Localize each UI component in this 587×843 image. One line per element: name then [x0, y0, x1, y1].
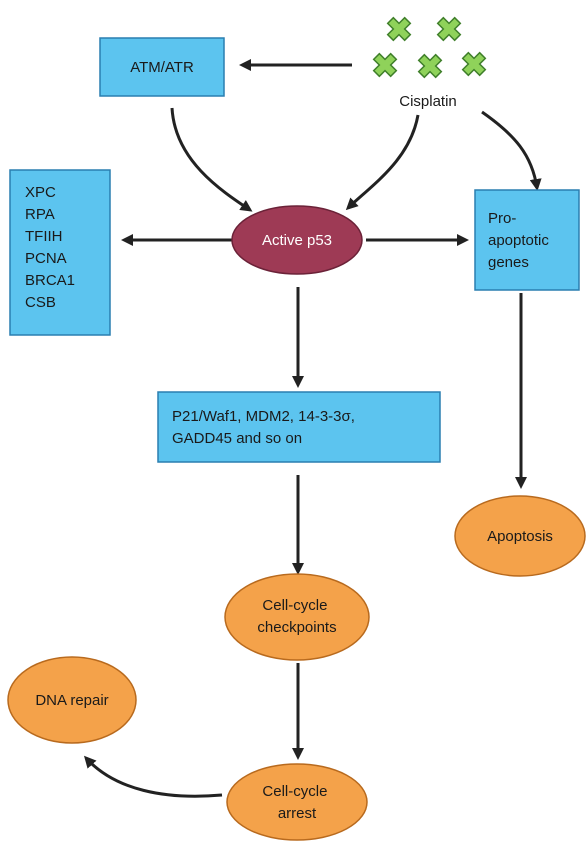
dna-repair-label: DNA repair [35, 692, 108, 709]
repair-genes-box [9, 169, 111, 336]
repair-genes-node: XPC RPA TFIIH PCNA BRCA1 CSB [9, 169, 111, 336]
repair-gene-item: PCNA [25, 250, 67, 267]
active-p53-label: Active p53 [262, 232, 332, 249]
svg-text:XPC RPA TFIIH: XPC RPA TFIIH PCNA BRCA1 CSB [25, 184, 79, 311]
svg-text:P21/Waf1, MDM2, 14-3-3σ,: P21/Waf1, MDM2, 14-3-3σ, GADD45 and so o… [172, 408, 359, 447]
cisplatin-molecule-icon [372, 52, 398, 78]
cisplatin-molecule-icon [386, 16, 412, 42]
checkpoints-node: Cell-cycle checkpoints [224, 573, 370, 661]
apoptosis-oval [454, 495, 586, 577]
checkpoints-oval [224, 573, 370, 661]
apoptosis-node: Apoptosis [454, 495, 586, 577]
p53-targets-node: P21/Waf1, MDM2, 14-3-3σ, GADD45 and so o… [157, 391, 441, 463]
apoptosis-label: Apoptosis [487, 528, 553, 545]
arrow-cisplatin-to-proapoptotic [481, 110, 542, 191]
arrows [83, 59, 542, 798]
cisplatin-molecule-icon [461, 51, 487, 77]
repair-gene-item: XPC [25, 184, 56, 201]
repair-gene-item: CSB [25, 294, 56, 311]
arrest-line: Cell-cycle [262, 783, 327, 800]
atm-atr-node: ATM/ATR [99, 37, 225, 97]
pro-apoptotic-line: genes [488, 254, 529, 271]
arrest-oval [226, 763, 368, 841]
cisplatin-molecule-icon [436, 16, 462, 42]
svg-text:Cell-cycle arrest: Cell-cycle arrest [262, 783, 331, 822]
repair-gene-item: RPA [25, 206, 55, 223]
arrest-node: Cell-cycle arrest [226, 763, 368, 841]
checkpoints-line: Cell-cycle [262, 597, 327, 614]
p53-targets-line: P21/Waf1, MDM2, 14-3-3σ, [172, 408, 355, 425]
atm-atr-box [99, 37, 225, 97]
arrow-cisplatin-to-p53 [345, 114, 420, 211]
pro-apoptotic-line: apoptotic [488, 232, 549, 249]
dna-repair-node: DNA repair [7, 656, 137, 744]
checkpoints-line: checkpoints [257, 619, 336, 636]
pro-apoptotic-box [474, 189, 580, 291]
cisplatin-molecule-icon [417, 53, 443, 79]
cisplatin-molecules [372, 16, 487, 79]
dna-repair-oval [7, 656, 137, 744]
active-p53-oval [231, 205, 363, 275]
arrest-line: arrest [278, 805, 317, 822]
cisplatin-label: Cisplatin [399, 93, 457, 110]
active-p53-node: Active p53 [231, 205, 363, 275]
arrow-arrest-to-dna-repair [83, 755, 223, 798]
p53-targets-line: GADD45 and so on [172, 430, 302, 447]
svg-text:Cell-cycle checkpoints: Cell-cycle checkpoints [257, 597, 336, 636]
svg-text:Pro- apoptotic gen: Pro- apoptotic genes [488, 210, 553, 271]
repair-gene-item: BRCA1 [25, 272, 75, 289]
p53-targets-box [157, 391, 441, 463]
pro-apoptotic-node: Pro- apoptotic genes [474, 189, 580, 291]
pro-apoptotic-line: Pro- [488, 210, 516, 227]
arrow-atm-to-p53 [170, 107, 253, 212]
repair-gene-item: TFIIH [25, 228, 63, 245]
atm-atr-label: ATM/ATR [130, 59, 194, 76]
